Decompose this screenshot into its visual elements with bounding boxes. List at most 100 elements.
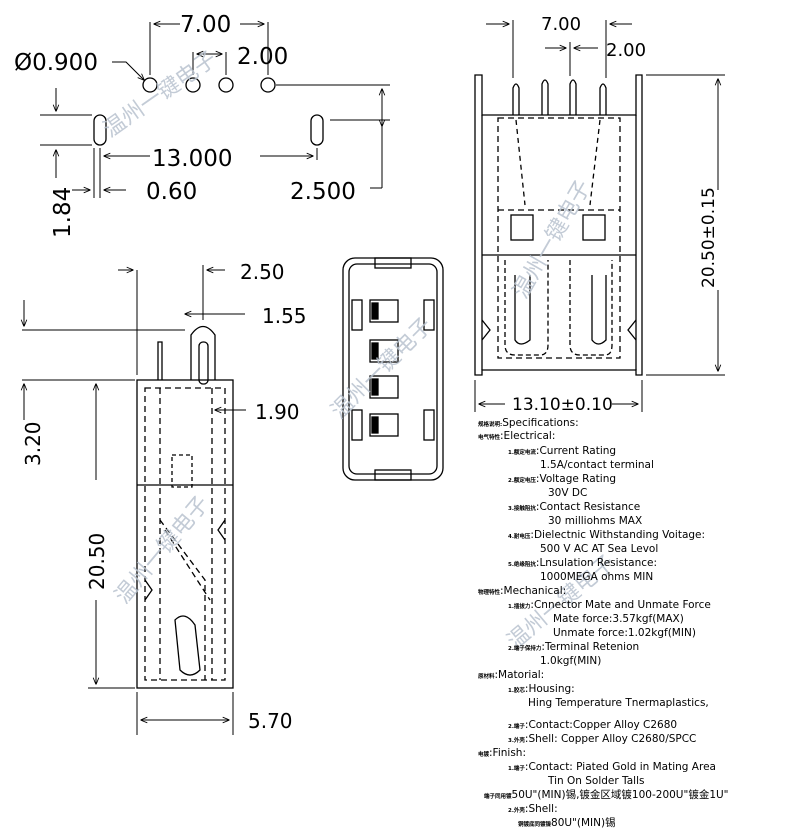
spec-text: 80U"(MIN)锡 — [551, 817, 616, 829]
spec-chinese-label: 1.端子 — [508, 766, 525, 772]
spec-line: 4.耐电压:Dielectnic Withstanding Voitage: — [508, 529, 705, 544]
spec-text: :Contact: Piated Gold in Mating Area — [524, 761, 716, 773]
spec-text: Tin On Solder Talls — [548, 775, 645, 787]
spec-line: 原材料:Matorial: — [478, 669, 544, 684]
shell-slot — [93, 114, 107, 146]
dim-tab-width: 0.60 — [146, 179, 197, 205]
watermark: 温州一键电子 — [99, 47, 221, 143]
spec-chinese-label: 5.绝缘阻抗 — [508, 562, 536, 568]
spec-text: :Finish: — [489, 747, 526, 759]
dim-side-3-20: 3.20 — [21, 421, 45, 466]
spec-line: 3.接触阻抗:Contact Resistance — [508, 501, 640, 516]
spec-line: 30 milliohms MAX — [548, 515, 642, 528]
dim-side-1-55: 1.55 — [262, 304, 307, 328]
pin-hole — [218, 77, 234, 93]
spec-text: :Voltage Rating — [535, 473, 617, 485]
dim-pin-diameter: Ø0.900 — [14, 50, 98, 76]
spec-chinese-label: 物理特性 — [478, 590, 501, 596]
spec-line: 2.额定电压:Voltage Rating — [508, 473, 616, 488]
pin-hole — [260, 77, 276, 93]
spec-line: 1.5A/contact terminal — [540, 459, 654, 472]
spec-line: 1000MEGA ohms MIN — [540, 571, 653, 584]
dim-side-height: 20.50 — [85, 533, 109, 590]
spec-text: Specifications: — [502, 417, 579, 429]
spec-chinese-label: 规格说明: — [478, 422, 503, 428]
spec-line: 1.额定电流:Current Rating — [508, 445, 616, 460]
spec-text: :Matorial: — [494, 669, 545, 681]
spec-text: Hing Temperature Tnermaplastics, — [528, 697, 709, 709]
spec-text: 500 V AC AT Sea Levol — [540, 543, 659, 555]
spec-line: Unmate force:1.02kgf(MIN) — [553, 627, 696, 640]
spec-chinese-label: 2.外壳 — [508, 808, 525, 814]
dim-front-width: 13.10±0.10 — [512, 395, 613, 415]
dim-side-depth: 5.70 — [248, 709, 293, 733]
technical-drawing: Ø0.900 7.00 2.00 13.000 1.84 0.60 2.500 — [14, 12, 725, 735]
pin-hole — [185, 77, 201, 93]
spec-chinese-label: 1.插拔力 — [508, 604, 531, 610]
side-view — [22, 265, 246, 735]
dim-shell-span: 13.000 — [152, 146, 232, 172]
spec-text: :Cnnector Mate and Unmate Force — [530, 599, 711, 611]
socket-face-view — [342, 257, 444, 481]
spec-text: :Shell: Copper Alloy C2680/SPCC — [524, 733, 697, 745]
spec-text: 1000MEGA ohms MIN — [540, 571, 654, 583]
pcb-footprint-view — [40, 22, 390, 198]
spec-text: :Housing: — [524, 683, 575, 695]
spec-chinese-label: 4.耐电压 — [508, 534, 531, 540]
spec-chinese-label: 2.端子 — [508, 724, 525, 730]
spec-chinese-label: 3.接触阻抗 — [508, 506, 536, 512]
spec-line: 2.端子:Contact:Copper Alloy C2680 — [508, 719, 677, 734]
spec-line: Mate force:3.57kgf(MAX) — [553, 613, 684, 626]
spec-line: 5.绝缘阻抗:Lnsulation Resistance: — [508, 557, 657, 572]
spec-line: 30V DC — [548, 487, 587, 500]
spec-text: Unmate force:1.02kgf(MIN) — [553, 627, 696, 639]
spec-line: 物理特性:Mechanical: — [478, 585, 566, 600]
spec-chinese-label: 电镀 — [478, 752, 490, 758]
spec-line: Tin On Solder Talls — [548, 775, 644, 788]
spec-chinese-label: 1.胶芯 — [508, 688, 525, 694]
spec-text: :Current Rating — [535, 445, 617, 457]
spec-line: 规格说明:Specifications: — [478, 417, 579, 432]
dim-front-pitch-2: 2.00 — [606, 40, 646, 61]
spec-chinese-label: 原材料 — [478, 674, 495, 680]
spec-chinese-label: 端子同用镀 — [484, 794, 512, 800]
spec-line: 3.外壳:Shell: Copper Alloy C2680/SPCC — [508, 733, 696, 748]
spec-line: Hing Temperature Tnermaplastics, — [528, 697, 709, 710]
spec-text: :Terminal Retenion — [541, 641, 640, 653]
spec-line: 1.胶芯:Housing: — [508, 683, 575, 698]
spec-chinese-label: 2.端子保持力 — [508, 646, 542, 652]
spec-line: 铜镀底同镀镍80U"(MIN)锡 — [518, 817, 616, 832]
dim-span-7: 7.00 — [180, 12, 231, 38]
spec-text: 30 milliohms MAX — [548, 515, 643, 527]
spec-text: :Contact:Copper Alloy C2680 — [524, 719, 678, 731]
spec-line: 电镀:Finish: — [478, 747, 526, 762]
dim-tab-offset: 1.84 — [50, 187, 76, 238]
dim-side-1-90: 1.90 — [255, 400, 300, 424]
spec-line: 2.外壳:Shell: — [508, 803, 558, 818]
spec-text: :Contact Resistance — [535, 501, 641, 513]
spec-line: 2.端子保持力:Terminal Retenion — [508, 641, 639, 656]
spec-chinese-label: 2.额定电压 — [508, 478, 536, 484]
pin-hole — [142, 77, 158, 93]
spec-text: 30V DC — [548, 487, 588, 499]
dim-front-height: 20.50±0.15 — [699, 187, 719, 288]
spec-line: 1.0kgf(MIN) — [540, 655, 601, 668]
spec-chinese-label: 1.额定电流 — [508, 450, 536, 456]
spec-line: 1.插拔力:Cnnector Mate and Unmate Force — [508, 599, 711, 614]
watermark: 温州一键电子 — [110, 492, 214, 609]
spec-text: :Dielectnic Withstanding Voitage: — [530, 529, 706, 541]
spec-text: 1.5A/contact terminal — [540, 459, 654, 471]
spec-chinese-label: 3.外壳 — [508, 738, 525, 744]
spec-line: 电气特性:Electrical: — [478, 430, 555, 445]
spec-line: 500 V AC AT Sea Levol — [540, 543, 658, 556]
front-view — [474, 20, 725, 412]
dim-pitch-2: 2.00 — [237, 44, 288, 70]
spec-line: 1.端子:Contact: Piated Gold in Mating Area — [508, 761, 716, 776]
spec-text: 50U"(MIN)锡,镀金区域镀100-200U"镀金1U" — [511, 789, 729, 801]
dim-front-span-7: 7.00 — [541, 14, 581, 35]
dim-row-spacing: 2.500 — [290, 179, 356, 205]
dim-side-2-50: 2.50 — [240, 260, 285, 284]
spec-line: 端子同用镀50U"(MIN)锡,镀金区域镀100-200U"镀金1U" — [484, 789, 729, 804]
spec-text: :Mechanical: — [500, 585, 567, 597]
spec-text: Mate force:3.57kgf(MAX) — [553, 613, 684, 625]
